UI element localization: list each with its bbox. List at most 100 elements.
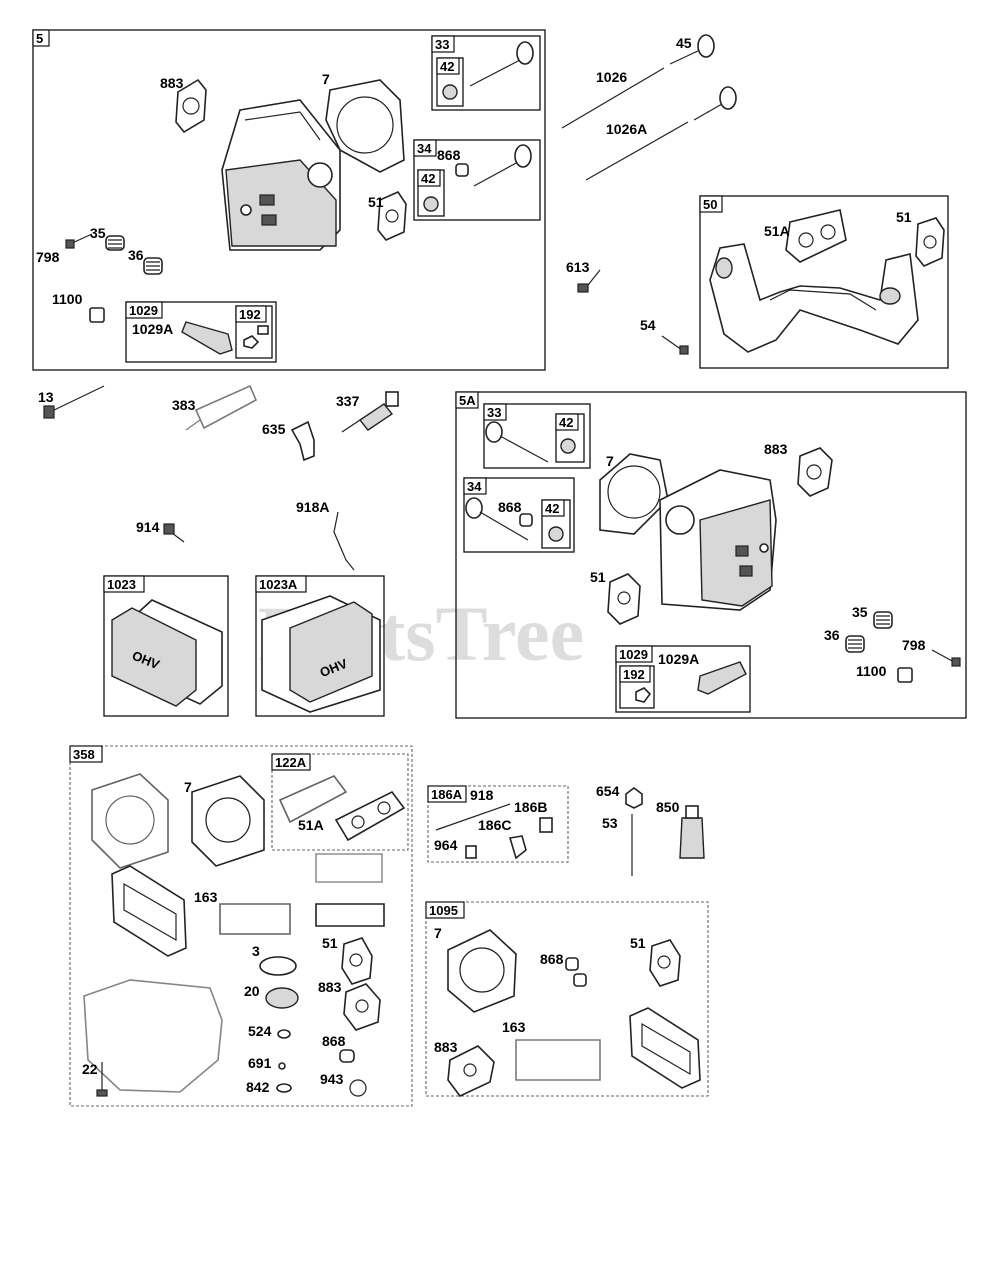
tube-918[interactable] (435, 803, 511, 831)
oil-seal-358-20[interactable] (265, 987, 299, 1009)
screw-613[interactable] (577, 269, 601, 293)
label-883: 883 (160, 75, 184, 91)
nut-192[interactable] (243, 335, 260, 349)
intake-manifold[interactable] (709, 243, 919, 353)
cap-1095-868a[interactable] (565, 957, 579, 971)
valve-cover-1023A[interactable]: OHV (289, 601, 373, 703)
bolt-798[interactable] (65, 233, 93, 249)
cylinder-head[interactable] (221, 99, 341, 251)
bolt-13[interactable] (43, 385, 105, 419)
sealant-tube-850[interactable] (679, 805, 705, 859)
group-5A-192-tag: 192 (623, 667, 645, 682)
gasket-5A-883[interactable] (797, 447, 833, 497)
label-5A-868: 868 (498, 499, 522, 515)
valve-33[interactable] (469, 41, 534, 87)
valve-cap-868[interactable] (455, 163, 469, 177)
gasket-358-883[interactable] (343, 983, 381, 1031)
label-186C: 186C (478, 817, 511, 833)
gasket-set-358-a[interactable] (91, 773, 169, 869)
label-358-51: 51 (322, 935, 338, 951)
ring-358-943[interactable] (349, 1079, 367, 1097)
cover-gasket-1095[interactable] (629, 1007, 701, 1089)
group-5A-33-tag: 33 (487, 405, 501, 420)
ring-358-842[interactable] (276, 1083, 292, 1093)
spring-36[interactable] (143, 257, 163, 275)
gasket-358-dashed[interactable] (315, 853, 383, 883)
gasket-1095-883[interactable] (447, 1045, 495, 1097)
cap-1095-868b[interactable] (573, 973, 587, 987)
valve-seal-42[interactable] (442, 84, 458, 100)
head-gasket-358-7[interactable] (191, 775, 265, 867)
valve-seal-42b[interactable] (423, 196, 439, 212)
coil-383[interactable] (185, 384, 258, 431)
valve-seal-5A-42b[interactable] (548, 526, 564, 542)
label-358-20: 20 (244, 983, 260, 999)
valve-34[interactable] (473, 144, 532, 187)
label-5A-798: 798 (902, 637, 926, 653)
group-1095-tag: 1095 (429, 903, 458, 918)
fitting-186B[interactable] (539, 817, 553, 833)
valve-5A-34[interactable] (465, 497, 529, 541)
valve-1026A-head[interactable] (693, 86, 737, 121)
pushrod-1026[interactable] (561, 67, 665, 129)
bolt-5A-798[interactable] (931, 649, 961, 667)
rocker-stud-5A-1100[interactable] (897, 667, 913, 683)
nut-654[interactable] (625, 787, 643, 809)
gasket-122A-51A[interactable] (334, 790, 406, 842)
bolt-358-22[interactable] (96, 1062, 108, 1097)
screw-192[interactable] (257, 325, 269, 335)
gasket-358-curve[interactable] (315, 903, 385, 927)
gasket-5A-51[interactable] (607, 573, 641, 625)
gasket-358-163[interactable] (219, 903, 291, 935)
valve-cap-5A-868[interactable] (519, 513, 533, 527)
label-358-524: 524 (248, 1023, 272, 1039)
group-42-tag: 42 (440, 59, 454, 74)
crankcase-gasket-358[interactable] (83, 979, 223, 1093)
gasket-883[interactable] (175, 78, 207, 134)
label-1095-51: 51 (630, 935, 646, 951)
label-358-883: 883 (318, 979, 342, 995)
gasket-1095-163[interactable] (515, 1039, 601, 1081)
spring-35[interactable] (105, 235, 125, 251)
cover-gasket-358[interactable] (111, 865, 187, 957)
seal-358-3[interactable] (259, 956, 297, 976)
bolt-54[interactable] (661, 335, 689, 355)
gasket-51-manifold[interactable] (915, 217, 945, 267)
label-1095-7: 7 (434, 925, 442, 941)
rocker-stud-1100[interactable] (89, 307, 105, 323)
ring-358-524[interactable] (277, 1029, 291, 1039)
spring-5A-36[interactable] (845, 635, 865, 653)
rocker-arm-5A-1029A[interactable] (697, 661, 747, 695)
label-850: 850 (656, 799, 680, 815)
gasket-1095-51[interactable] (649, 939, 681, 987)
label-635: 635 (262, 421, 286, 437)
ring-358-691[interactable] (278, 1062, 286, 1070)
gasket-122A-a[interactable] (278, 775, 348, 824)
valve-45[interactable] (669, 34, 715, 65)
spark-boot-635[interactable] (290, 420, 315, 462)
spark-plug-337[interactable] (341, 391, 399, 433)
spring-5A-35[interactable] (873, 611, 893, 629)
breather-tube-918A[interactable] (333, 511, 355, 571)
nut-5A-192[interactable] (635, 687, 652, 703)
valve-5A-33[interactable] (485, 421, 549, 463)
fitting-186C[interactable] (508, 835, 527, 860)
pushrod-1026A[interactable] (585, 121, 689, 181)
label-45: 45 (676, 35, 692, 51)
rocker-arm-1029A[interactable] (181, 321, 233, 355)
screw-914[interactable] (163, 523, 185, 543)
plug-964[interactable] (465, 845, 477, 859)
cap-358-868[interactable] (339, 1049, 355, 1063)
gasket-51A[interactable] (785, 209, 847, 263)
valve-seal-5A-42a[interactable] (560, 438, 576, 454)
group-5A-tag: 5A (459, 393, 476, 408)
gasket-51[interactable] (377, 190, 407, 241)
valve-cover-1023[interactable]: OHV (111, 607, 197, 707)
cylinder-head-5A[interactable] (659, 469, 777, 611)
head-gasket-7[interactable] (325, 79, 405, 173)
head-gasket-1095-7[interactable] (447, 929, 517, 1013)
label-654: 654 (596, 783, 620, 799)
label-1029A: 1029A (132, 321, 173, 337)
group-50: 50 51A 51 (699, 195, 949, 369)
gasket-358-51[interactable] (341, 937, 373, 985)
